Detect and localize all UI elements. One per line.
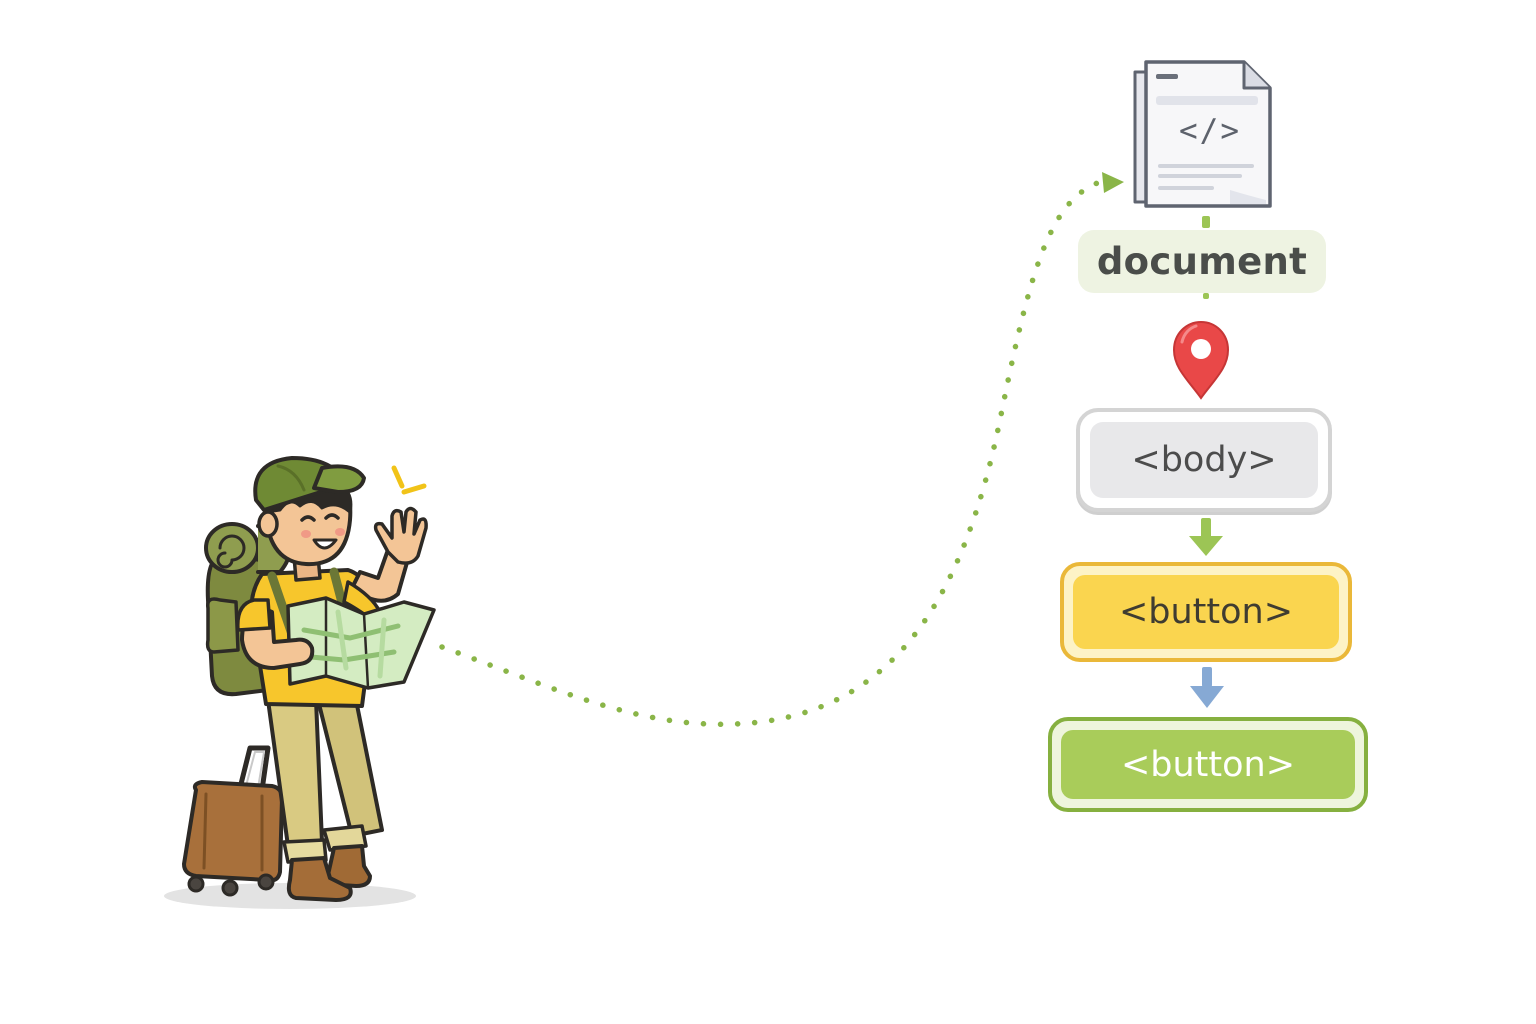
connector-file-document [1202, 216, 1210, 228]
dotted-path-arrowhead [1102, 172, 1124, 193]
location-pin-icon [1172, 320, 1230, 400]
button-node-primary-label: <button> [1118, 592, 1294, 632]
button-node-secondary: <button> [1048, 717, 1368, 812]
file-code-icon: </> [1133, 60, 1272, 208]
document-node-label: document [1096, 240, 1308, 283]
body-node: <body> [1076, 408, 1332, 512]
button-node-secondary-label: <button> [1120, 744, 1296, 785]
suitcase-icon [182, 745, 284, 897]
body-node-label: <body> [1131, 440, 1277, 480]
map-icon [286, 596, 436, 690]
dotted-path [439, 179, 1103, 727]
arrow-down-icon [1189, 518, 1223, 556]
traveler-illustration [164, 456, 436, 909]
button-node-primary: <button> [1060, 562, 1352, 662]
file-code-glyph: </> [1179, 113, 1241, 149]
connector-document-pin [1203, 293, 1209, 299]
document-node: document [1078, 230, 1326, 293]
arrow-down-icon [1190, 667, 1224, 708]
